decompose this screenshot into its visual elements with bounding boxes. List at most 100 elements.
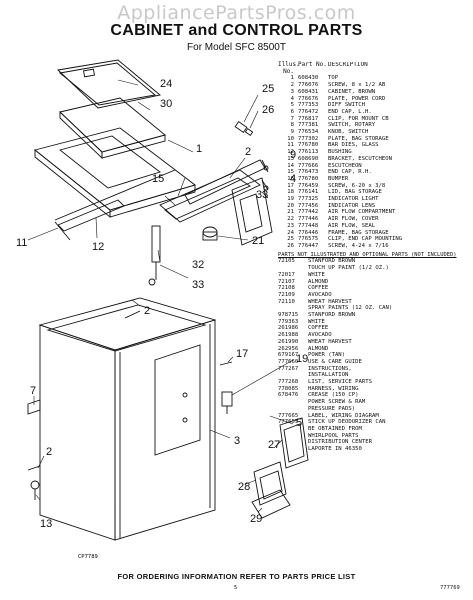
optional-part-description: CREASE (150 CP) xyxy=(308,392,359,399)
optional-part-row: 777268 LIST, SERVICE PARTS xyxy=(278,379,468,386)
optional-part-number: 72105 xyxy=(278,258,295,265)
part-illus-no: 12 xyxy=(287,149,294,156)
optional-part-description: USE & CARE GUIDE xyxy=(308,358,362,365)
optional-part-description: SPRAY PAINTS (12 OZ. CAN) xyxy=(308,305,393,312)
optional-part-description: AVOCADO xyxy=(308,332,332,339)
site-watermark: AppliancePartsPros.com xyxy=(117,2,356,24)
part-description: SWITCH, ROTARY xyxy=(328,122,376,129)
diagram-code: CP7789 xyxy=(78,554,98,560)
glass-bar-drawing xyxy=(54,169,176,241)
optional-part-description: LIST, SERVICE PARTS xyxy=(308,379,372,386)
part-description: BUSHING xyxy=(328,149,352,156)
bag-storage-frame-drawing xyxy=(57,59,162,109)
callout: 25 xyxy=(262,83,274,95)
part-number: 777442 xyxy=(298,209,319,216)
air-flow-compartment-drawing xyxy=(251,417,309,519)
callout: 4 xyxy=(290,173,296,185)
part-description: BUMPER xyxy=(328,175,349,182)
indicator-light-drawing xyxy=(221,391,233,414)
bag-storage-plate-drawing xyxy=(231,177,273,246)
optional-part-description: WHEAT HARVEST xyxy=(308,338,352,345)
callout: 2 xyxy=(245,146,251,158)
optional-part-number xyxy=(278,399,308,406)
callout: 29 xyxy=(250,513,262,525)
optional-part-description: PRESSURE PADS) xyxy=(308,405,356,412)
part-illus-no: 26 xyxy=(287,242,294,249)
part-illus-no: 14 xyxy=(287,162,294,169)
optional-part-number xyxy=(278,433,308,440)
callout: 27 xyxy=(268,439,280,451)
callout: 21 xyxy=(252,235,264,247)
part-illus-no: 24 xyxy=(287,229,294,236)
part-number: 777381 xyxy=(298,122,319,129)
part-number: 608690 xyxy=(298,155,319,162)
optional-part-row: DISTRIBUTION CENTER xyxy=(278,439,468,446)
optional-part-description: TOUCH UP PAINT (1/2 OZ.) xyxy=(308,265,389,272)
part-row: 26 776447 SCREW, 4-24 x 7/16 xyxy=(278,243,468,250)
switch-knob-drawing xyxy=(202,226,218,241)
part-description: BRACKET, ESCUTCHEON xyxy=(328,155,392,162)
optional-part-description: COFFEE xyxy=(308,325,329,332)
optional-part-row: INSTALLATION xyxy=(278,372,468,379)
optional-part-number: 261988 xyxy=(278,332,299,339)
optional-part-description: ALMOND xyxy=(308,278,329,285)
part-illus-no: 21 xyxy=(287,209,294,216)
part-illus-no: 17 xyxy=(287,182,294,189)
part-description: END CAP, L.H. xyxy=(328,108,372,115)
optional-part-description: WHITE xyxy=(308,318,325,325)
callout: 26 xyxy=(262,104,274,116)
optional-part-number: 777655 xyxy=(278,419,299,426)
optional-part-number: 777268 xyxy=(278,379,299,386)
page-title: CABINET and CONTROL PARTS xyxy=(110,22,363,39)
optional-part-row: LAPORTE IN 46350 xyxy=(278,446,468,453)
optional-part-description: BE OBTAINED FROM xyxy=(308,425,362,432)
part-description: SCREW, 8 x 1/2 AB xyxy=(328,82,386,89)
part-description: KNOB, SWITCH xyxy=(328,129,369,136)
optional-part-description: INSTRUCTIONS, xyxy=(308,365,352,372)
part-description: LID, BAG STORAGE xyxy=(328,189,382,196)
optional-part-number: 72017 xyxy=(278,271,295,278)
callout: 17 xyxy=(236,348,248,360)
part-number: 776447 xyxy=(298,242,319,249)
part-description: INDICATOR LENS xyxy=(328,202,376,209)
part-number: 776534 xyxy=(298,129,319,136)
callout: 2 xyxy=(46,446,52,458)
callout-labels: 24 30 25 26 9 1 2 4 15 33 21 11 12 32 8 … xyxy=(16,78,308,530)
part-number: 776472 xyxy=(298,108,319,115)
optional-part-description: ALMOND xyxy=(308,345,329,352)
optional-part-row: PRESSURE PADS) xyxy=(278,406,468,413)
callout: 11 xyxy=(16,237,27,249)
callout: 13 xyxy=(40,518,52,530)
optional-part-number: 777665 xyxy=(278,412,299,419)
parts-list-header: Illus. No. Part No. DESCRIPTION xyxy=(278,61,468,75)
part-description: ESCUTCHEON xyxy=(328,162,362,169)
part-illus-no: 18 xyxy=(287,189,294,196)
part-description: SCREW, 4-24 x 7/16 xyxy=(328,242,389,249)
optional-part-number: 72108 xyxy=(278,285,295,292)
callout: 28 xyxy=(238,481,250,493)
part-description: CLIP, END CAP MOUNTING xyxy=(328,236,403,243)
part-number: 777325 xyxy=(298,196,319,203)
part-number: 776459 xyxy=(298,182,319,189)
